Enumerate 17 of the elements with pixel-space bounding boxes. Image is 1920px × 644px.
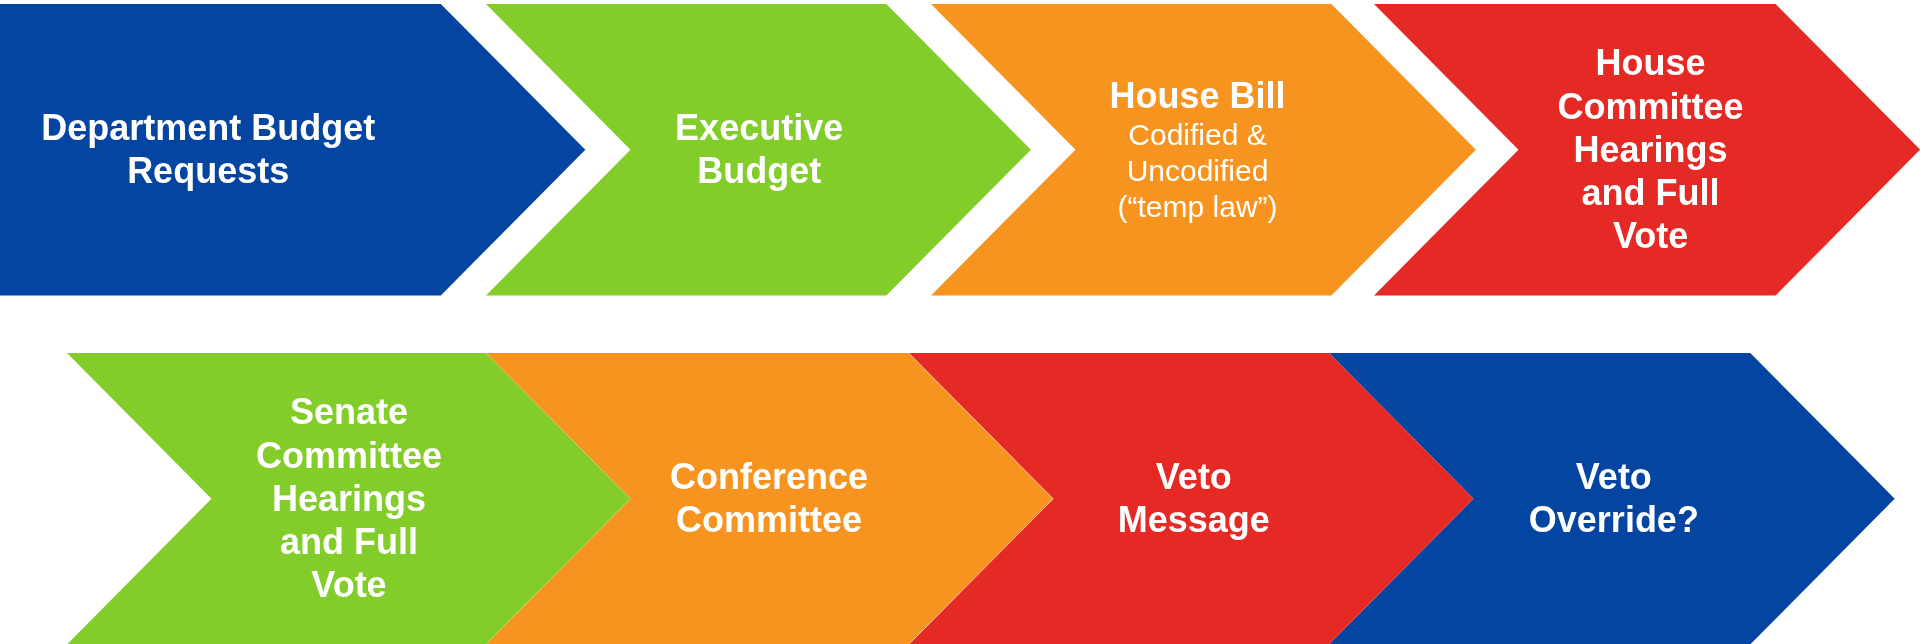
process-step: [486, 3, 1031, 296]
process-step: [67, 352, 631, 644]
process-step: [0, 3, 586, 296]
step-label: House Bill: [1109, 73, 1286, 117]
process-step: [1328, 352, 1895, 644]
step-label: Executive Budget: [674, 106, 845, 193]
process-step: [1373, 3, 1920, 296]
step-label: House Committee Hearings and Full Vote: [1556, 41, 1745, 258]
process-step: [908, 352, 1474, 644]
step-label: Conference Committee: [668, 455, 869, 542]
step-label: Veto Override?: [1527, 455, 1700, 542]
process-step: [930, 3, 1476, 296]
step-description: Codified & Uncodified (“temp law”): [1116, 116, 1279, 225]
step-label: Veto Message: [1116, 455, 1271, 542]
step-label: Department Budget Requests: [40, 106, 377, 193]
step-label: Senate Committee Hearings and Full Vote: [254, 390, 443, 607]
process-step: [486, 352, 1054, 644]
